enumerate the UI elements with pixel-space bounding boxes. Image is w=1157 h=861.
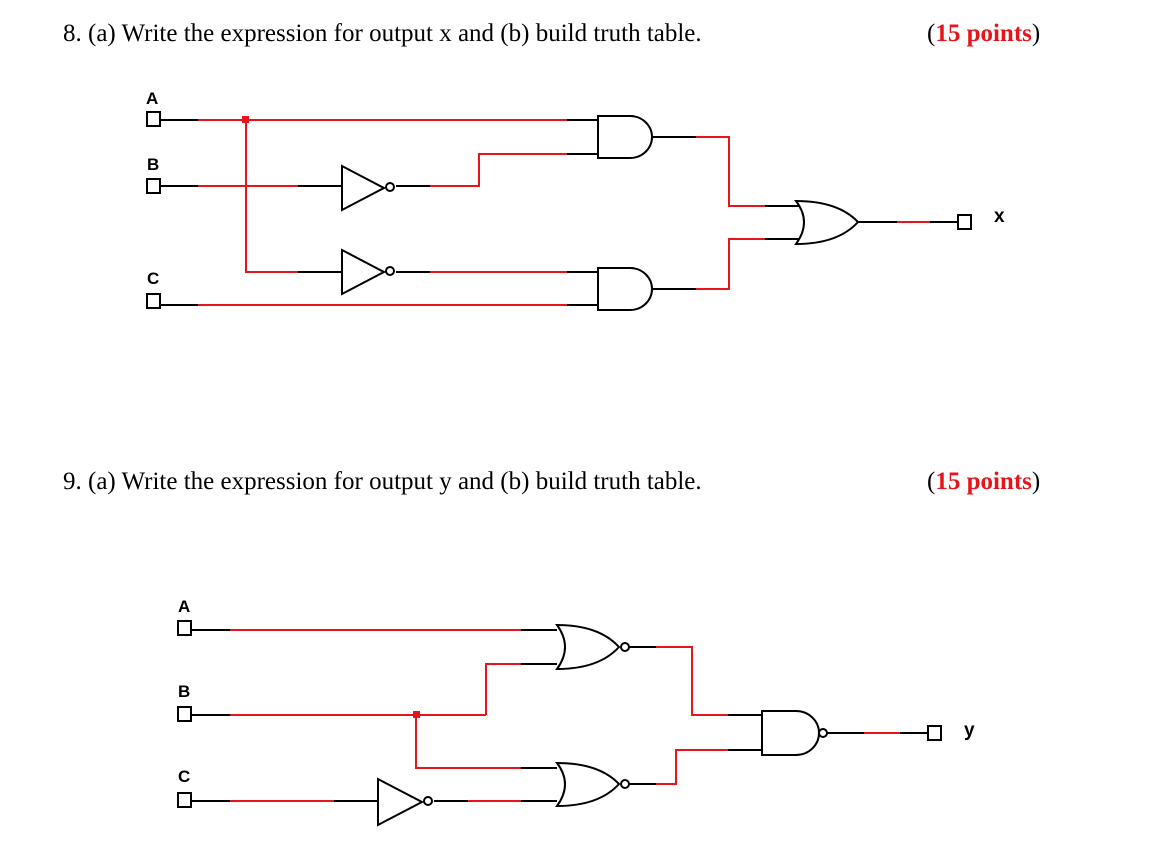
question-9-title: 9. (a) Write the expression for output y… bbox=[63, 468, 702, 496]
question-8-points-value: 15 points bbox=[935, 20, 1032, 47]
junction-dot-icon bbox=[242, 116, 249, 123]
circuit-8: A B C x bbox=[146, 89, 1005, 311]
nor-gate-1-icon bbox=[555, 623, 630, 671]
input-c-pin-icon bbox=[177, 792, 192, 808]
not-gate-c-icon bbox=[377, 777, 433, 827]
question-9-points-value: 15 points bbox=[935, 468, 1032, 495]
output-x-pin-icon bbox=[957, 214, 972, 230]
circuit-8-label-a: A bbox=[146, 89, 158, 108]
not-gate-b-icon bbox=[341, 164, 395, 212]
question-8-title: 8. (a) Write the expression for output x… bbox=[63, 20, 702, 48]
question-8-number: 8. bbox=[63, 20, 82, 47]
nand-gate-icon bbox=[761, 710, 828, 756]
junction-dot-icon bbox=[413, 711, 420, 718]
circuit-9-label-b: B bbox=[178, 682, 190, 701]
not-gate-a-icon bbox=[341, 248, 395, 296]
output-y-pin-icon bbox=[927, 725, 942, 741]
or-gate-icon bbox=[793, 199, 860, 246]
and-gate-1-icon bbox=[597, 115, 653, 159]
input-a-pin-icon bbox=[177, 620, 192, 636]
circuit-9-label-a: A bbox=[178, 597, 190, 616]
input-c-pin-icon bbox=[146, 293, 161, 309]
circuit-8-output-label: x bbox=[994, 206, 1005, 227]
question-9-points: (15 points) bbox=[927, 468, 1041, 495]
circuit-8-label-c: C bbox=[147, 269, 159, 288]
question-9-number: 9. bbox=[63, 468, 82, 495]
circuit-9-output-label: y bbox=[964, 720, 975, 741]
nor-gate-2-icon bbox=[554, 761, 630, 808]
and-gate-2-icon bbox=[597, 267, 653, 311]
question-9-text: (a) Write the expression for output y an… bbox=[88, 468, 702, 495]
input-b-pin-icon bbox=[177, 706, 192, 722]
question-8-text: (a) Write the expression for output x an… bbox=[88, 20, 702, 47]
circuit-8-label-b: B bbox=[147, 155, 159, 174]
question-8-points: (15 points) bbox=[927, 20, 1041, 47]
circuit-9-label-c: C bbox=[178, 767, 190, 786]
